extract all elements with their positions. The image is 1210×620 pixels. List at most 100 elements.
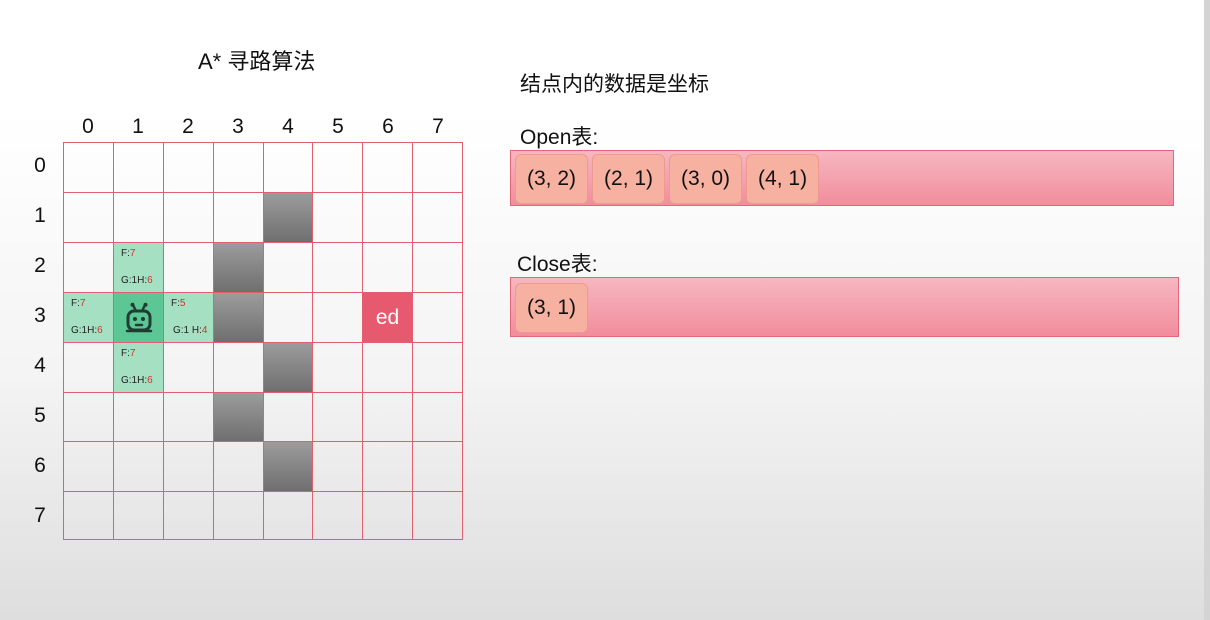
row-label-2: 2 bbox=[34, 254, 46, 277]
grid-cell[interactable] bbox=[264, 393, 313, 442]
grid-cell[interactable] bbox=[413, 293, 462, 343]
grid-cell[interactable] bbox=[313, 393, 363, 442]
wall-cell[interactable] bbox=[214, 243, 264, 293]
grid-cell[interactable] bbox=[64, 442, 114, 492]
close-list-item[interactable]: (3, 1) bbox=[515, 283, 589, 333]
grid-cell[interactable] bbox=[413, 143, 462, 193]
grid-cell[interactable] bbox=[214, 343, 264, 393]
grid-cell[interactable] bbox=[164, 243, 214, 293]
row-label-5: 5 bbox=[34, 404, 46, 427]
grid-cell[interactable] bbox=[114, 492, 164, 539]
g-h-cost: G:1H:6 bbox=[121, 275, 153, 286]
col-label-7: 7 bbox=[432, 115, 444, 138]
g-h-cost: G:1H:6 bbox=[71, 325, 103, 336]
f-cost: F:5 bbox=[171, 298, 186, 309]
grid-cell[interactable] bbox=[64, 343, 114, 393]
g-h-cost: G:1H:6 bbox=[121, 375, 153, 386]
grid-cell[interactable] bbox=[64, 492, 114, 539]
grid-cell[interactable] bbox=[64, 393, 114, 442]
wall-cell[interactable] bbox=[264, 343, 313, 393]
g-h-cost: G:1 H:4 bbox=[173, 325, 208, 336]
grid-cell[interactable] bbox=[313, 343, 363, 393]
grid-cell[interactable] bbox=[313, 193, 363, 243]
grid-cell[interactable] bbox=[164, 442, 214, 492]
current-node-cell[interactable] bbox=[114, 293, 164, 343]
open-node-cell[interactable]: F:7 G:1H:6 bbox=[64, 293, 114, 343]
grid-cell[interactable] bbox=[64, 143, 114, 193]
row-label-6: 6 bbox=[34, 454, 46, 477]
f-cost: F:7 bbox=[71, 298, 86, 309]
grid-cell[interactable] bbox=[413, 343, 462, 393]
grid-cell[interactable] bbox=[264, 492, 313, 539]
open-node-cell[interactable]: F:5 G:1 H:4 bbox=[164, 293, 214, 343]
open-list: (3, 2) (2, 1) (3, 0) (4, 1) bbox=[510, 150, 1174, 206]
open-list-item[interactable]: (3, 0) bbox=[669, 154, 743, 204]
grid-cell[interactable] bbox=[313, 442, 363, 492]
grid-cell[interactable] bbox=[413, 393, 462, 442]
open-list-item[interactable]: (3, 2) bbox=[515, 154, 589, 204]
grid-cell[interactable] bbox=[164, 343, 214, 393]
open-list-label: Open表: bbox=[520, 126, 599, 149]
grid-cell[interactable] bbox=[114, 442, 164, 492]
grid-cell[interactable] bbox=[214, 143, 264, 193]
grid-cell[interactable] bbox=[413, 243, 462, 293]
row-label-4: 4 bbox=[34, 354, 46, 377]
row-label-7: 7 bbox=[34, 504, 46, 527]
wall-cell[interactable] bbox=[264, 193, 313, 243]
grid-cell[interactable] bbox=[413, 492, 462, 539]
grid-cell[interactable] bbox=[363, 143, 413, 193]
grid-cell[interactable] bbox=[114, 193, 164, 243]
grid-cell[interactable] bbox=[164, 492, 214, 539]
col-label-2: 2 bbox=[182, 115, 194, 138]
grid-cell[interactable] bbox=[164, 393, 214, 442]
grid-cell[interactable] bbox=[313, 143, 363, 193]
end-node-cell[interactable]: ed bbox=[363, 293, 413, 343]
grid-cell[interactable] bbox=[363, 343, 413, 393]
open-list-item[interactable]: (2, 1) bbox=[592, 154, 666, 204]
grid-cell[interactable] bbox=[363, 193, 413, 243]
wall-cell[interactable] bbox=[214, 293, 264, 343]
grid-cell[interactable] bbox=[164, 143, 214, 193]
grid-cell[interactable] bbox=[313, 293, 363, 343]
grid-cell[interactable] bbox=[363, 393, 413, 442]
grid-cell[interactable] bbox=[363, 442, 413, 492]
grid-cell[interactable] bbox=[264, 143, 313, 193]
grid-cell[interactable] bbox=[363, 492, 413, 539]
page-title: A* 寻路算法 bbox=[198, 49, 316, 74]
grid-cell[interactable] bbox=[114, 393, 164, 442]
grid-cell[interactable] bbox=[363, 243, 413, 293]
col-label-3: 3 bbox=[232, 115, 244, 138]
wall-cell[interactable] bbox=[264, 442, 313, 492]
row-label-1: 1 bbox=[34, 204, 46, 227]
close-list: (3, 1) bbox=[510, 277, 1179, 337]
f-cost: F:7 bbox=[121, 248, 136, 259]
col-label-1: 1 bbox=[132, 115, 144, 138]
grid-cell[interactable] bbox=[64, 193, 114, 243]
end-label: ed bbox=[375, 305, 400, 329]
col-label-5: 5 bbox=[332, 115, 344, 138]
wall-cell[interactable] bbox=[214, 393, 264, 442]
col-label-0: 0 bbox=[82, 115, 94, 138]
coordinate-note: 结点内的数据是坐标 bbox=[520, 73, 709, 96]
col-label-4: 4 bbox=[282, 115, 294, 138]
open-list-item[interactable]: (4, 1) bbox=[746, 154, 820, 204]
grid-cell[interactable] bbox=[264, 293, 313, 343]
grid-cell[interactable] bbox=[64, 243, 114, 293]
grid-cell[interactable] bbox=[413, 193, 462, 243]
grid-cell[interactable] bbox=[313, 492, 363, 539]
grid-cell[interactable] bbox=[114, 143, 164, 193]
row-label-3: 3 bbox=[34, 304, 46, 327]
f-cost: F:7 bbox=[121, 348, 136, 359]
grid-cell[interactable] bbox=[413, 442, 462, 492]
grid-cell[interactable] bbox=[164, 193, 214, 243]
grid-cell[interactable] bbox=[214, 442, 264, 492]
pathfinding-grid: F:7 G:1H:6 F:7 G:1H:6 F:5 G:1 H:4 ed F bbox=[63, 142, 463, 540]
window-edge bbox=[1204, 0, 1210, 620]
grid-cell[interactable] bbox=[214, 492, 264, 539]
open-node-cell[interactable]: F:7 G:1H:6 bbox=[114, 343, 164, 393]
col-label-6: 6 bbox=[382, 115, 394, 138]
grid-cell[interactable] bbox=[264, 243, 313, 293]
open-node-cell[interactable]: F:7 G:1H:6 bbox=[114, 243, 164, 293]
grid-cell[interactable] bbox=[313, 243, 363, 293]
grid-cell[interactable] bbox=[214, 193, 264, 243]
